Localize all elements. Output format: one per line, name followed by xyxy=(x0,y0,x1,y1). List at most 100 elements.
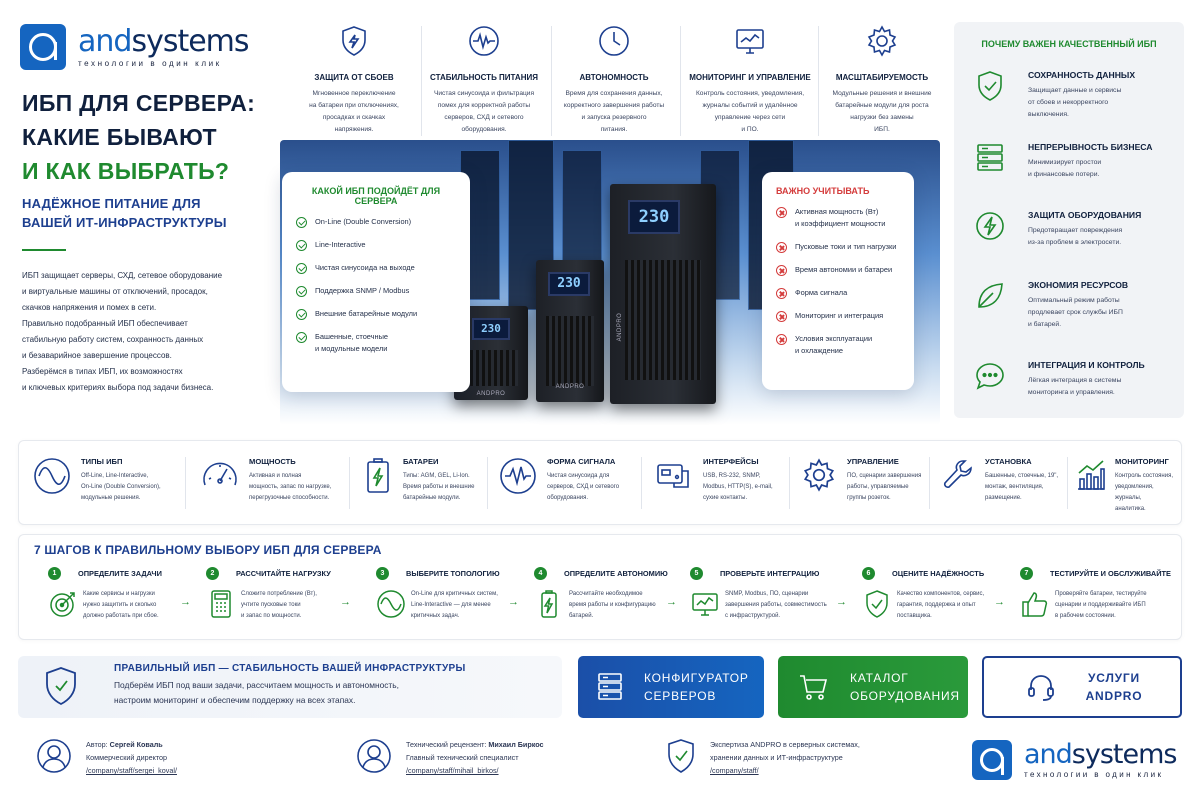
integration-icon xyxy=(692,593,718,616)
check-icon xyxy=(296,309,307,320)
monitor-icon xyxy=(736,29,764,54)
arrow-icon: → xyxy=(180,596,191,608)
cta-banner: ПРАВИЛЬНЫЙ ИБП — СТАБИЛЬНОСТЬ ВАШЕЙ ИНФР… xyxy=(18,656,562,718)
ups-medium: 230 ANDPRO xyxy=(536,260,604,402)
ups-large: 230 ANDPRO xyxy=(610,184,716,404)
gear-icon xyxy=(867,25,897,57)
brand-logo[interactable]: andsystems технологии в один клик xyxy=(20,23,250,70)
arrow-icon: → xyxy=(994,596,1005,608)
shield-icon xyxy=(46,667,76,706)
leaf-icon xyxy=(978,283,1003,308)
title-divider xyxy=(22,249,66,251)
user-icon xyxy=(357,739,391,773)
list-item: Мониторинг и интеграция xyxy=(776,310,900,322)
x-circle-icon xyxy=(776,288,787,299)
feature-scalability: МАСШТАБИРУЕМОСТЬ Модульные решения и вне… xyxy=(820,24,944,136)
headset-icon xyxy=(1028,675,1054,701)
logo-mark-icon xyxy=(20,24,66,70)
steps-title: 7 ШАГОВ К ПРАВИЛЬНОМУ ВЫБОРУ ИБП ДЛЯ СЕР… xyxy=(34,543,382,557)
thumbs-up-icon xyxy=(1022,592,1048,617)
shield-check-icon xyxy=(978,71,1002,101)
settings-icon xyxy=(803,458,835,492)
list-item: Поддержка SNMP / Modbus xyxy=(296,285,456,297)
list-item: Пусковые токи и тип нагрузки xyxy=(776,241,900,253)
arrow-icon: → xyxy=(836,596,847,608)
arrow-icon: → xyxy=(508,596,519,608)
reviewer-link[interactable]: /company/staff/mihail_birkos/ xyxy=(406,766,499,775)
x-circle-icon xyxy=(776,265,787,276)
brand-name-a: and xyxy=(78,23,132,59)
user-icon xyxy=(37,739,71,773)
feature-stability: СТАБИЛЬНОСТЬ ПИТАНИЯ Чистая синусоида и … xyxy=(422,24,546,136)
server-rack-icon xyxy=(598,673,622,700)
x-circle-icon xyxy=(776,242,787,253)
check-icon xyxy=(296,286,307,297)
which-ups-card: КАКОЙ ИБП ПОДОЙДЁТ ДЛЯ СЕРВЕРА On-Line (… xyxy=(282,172,470,392)
arrow-icon: → xyxy=(340,596,351,608)
server-icon xyxy=(977,144,1003,171)
brand-tagline: технологии в один клик xyxy=(78,58,222,68)
chat-icon xyxy=(976,363,1004,390)
cart-icon xyxy=(800,675,828,700)
footer-logo[interactable]: andsystems технологии в один клик xyxy=(972,740,1177,780)
check-icon xyxy=(296,263,307,274)
list-item: Чистая синусоида на выходе xyxy=(296,262,456,274)
feature-autonomy: АВТОНОМНОСТЬ Время для сохранения данных… xyxy=(552,24,676,136)
waveform-icon xyxy=(469,26,499,56)
feature-monitoring: МОНИТОРИНГ И УПРАВЛЕНИЕ Контроль состоян… xyxy=(682,24,818,136)
footer-expertise: Экспертиза ANDPRO в серверных системах,х… xyxy=(666,738,860,777)
list-item: Line-Interactive xyxy=(296,239,456,251)
x-circle-icon xyxy=(776,207,787,218)
check-icon xyxy=(296,332,307,343)
arrow-icon: → xyxy=(666,596,677,608)
calculator-icon xyxy=(211,590,231,618)
check-icon xyxy=(296,240,307,251)
list-item: Форма сигнала xyxy=(776,287,900,299)
list-item: On-Line (Double Conversion) xyxy=(296,216,456,228)
list-item: Активная мощность (Вт)и коэффициент мощн… xyxy=(776,206,900,230)
intro-text: ИБП защищает серверы, СХД, сетевое обору… xyxy=(22,271,223,392)
battery-charge-icon xyxy=(541,590,557,618)
sine-icon xyxy=(34,458,70,494)
chart-icon xyxy=(1078,460,1105,490)
shield-check-icon xyxy=(668,739,694,773)
page-subtitle: НАДЁЖНОЕ ПИТАНИЕ ДЛЯ ВАШЕЙ ИТ-ИНФРАСТРУК… xyxy=(22,196,227,230)
check-icon xyxy=(296,217,307,228)
bolt-icon xyxy=(976,212,1004,240)
author-link[interactable]: /company/staff/sergei_koval/ xyxy=(86,766,177,775)
battery-icon xyxy=(367,458,389,493)
logo-mark-icon xyxy=(972,740,1012,780)
expertise-link[interactable]: /company/staff/ xyxy=(710,766,759,775)
gauge-icon xyxy=(203,462,237,486)
x-circle-icon xyxy=(776,334,787,345)
pulse-icon xyxy=(500,458,536,494)
interface-icon xyxy=(657,464,689,488)
target-icon xyxy=(50,592,75,617)
x-circle-icon xyxy=(776,311,787,322)
shield-check-icon xyxy=(866,590,888,618)
important-card: ВАЖНО УЧИТЫВАТЬ Активная мощность (Вт)и … xyxy=(762,172,914,390)
wrench-icon xyxy=(943,460,972,488)
topology-icon xyxy=(377,590,405,618)
list-item: Внешние батарейные модули xyxy=(296,308,456,320)
